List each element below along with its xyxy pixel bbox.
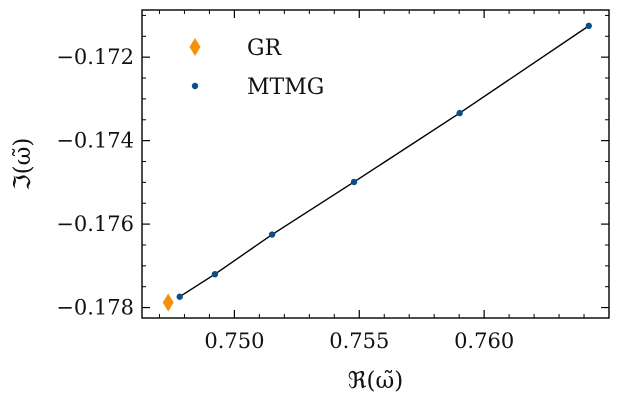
y-tick-label: −0.172 bbox=[56, 45, 134, 69]
point-mtmg bbox=[585, 22, 592, 30]
x-tick-label: 0.755 bbox=[329, 329, 389, 353]
x-tick-label: 0.750 bbox=[204, 329, 264, 353]
x-axis-label: ℜ(ω̃) bbox=[348, 368, 403, 394]
legend-marker-mtmg bbox=[191, 82, 199, 90]
point-gr bbox=[162, 293, 174, 312]
legend-label-gr: GR bbox=[247, 36, 283, 61]
series-line-mtmg bbox=[179, 25, 590, 298]
point-mtmg bbox=[268, 231, 276, 238]
point-mtmg bbox=[211, 270, 219, 278]
point-mtmg bbox=[456, 109, 463, 117]
plot-frame bbox=[141, 9, 610, 319]
legend-label-mtmg: MTMG bbox=[247, 75, 324, 100]
y-tick-label: −0.174 bbox=[56, 129, 134, 153]
y-tick-label: −0.176 bbox=[56, 212, 134, 236]
y-axis-label: ℑ(ω̃) bbox=[10, 138, 36, 191]
legend-marker-gr bbox=[189, 38, 201, 56]
x-tick-label: 0.760 bbox=[454, 329, 514, 353]
point-mtmg bbox=[350, 178, 358, 186]
point-mtmg bbox=[176, 293, 183, 300]
legend: GR MTMG bbox=[189, 36, 324, 100]
tick-labels-layer: 0.750 0.755 0.760 −0.172 −0.174 −0.176 −0.178 bbox=[56, 45, 514, 353]
series-line-layer bbox=[179, 25, 590, 298]
y-tick-label: −0.178 bbox=[56, 296, 134, 320]
data-points-layer bbox=[162, 22, 592, 312]
ticks-layer bbox=[142, 10, 610, 318]
